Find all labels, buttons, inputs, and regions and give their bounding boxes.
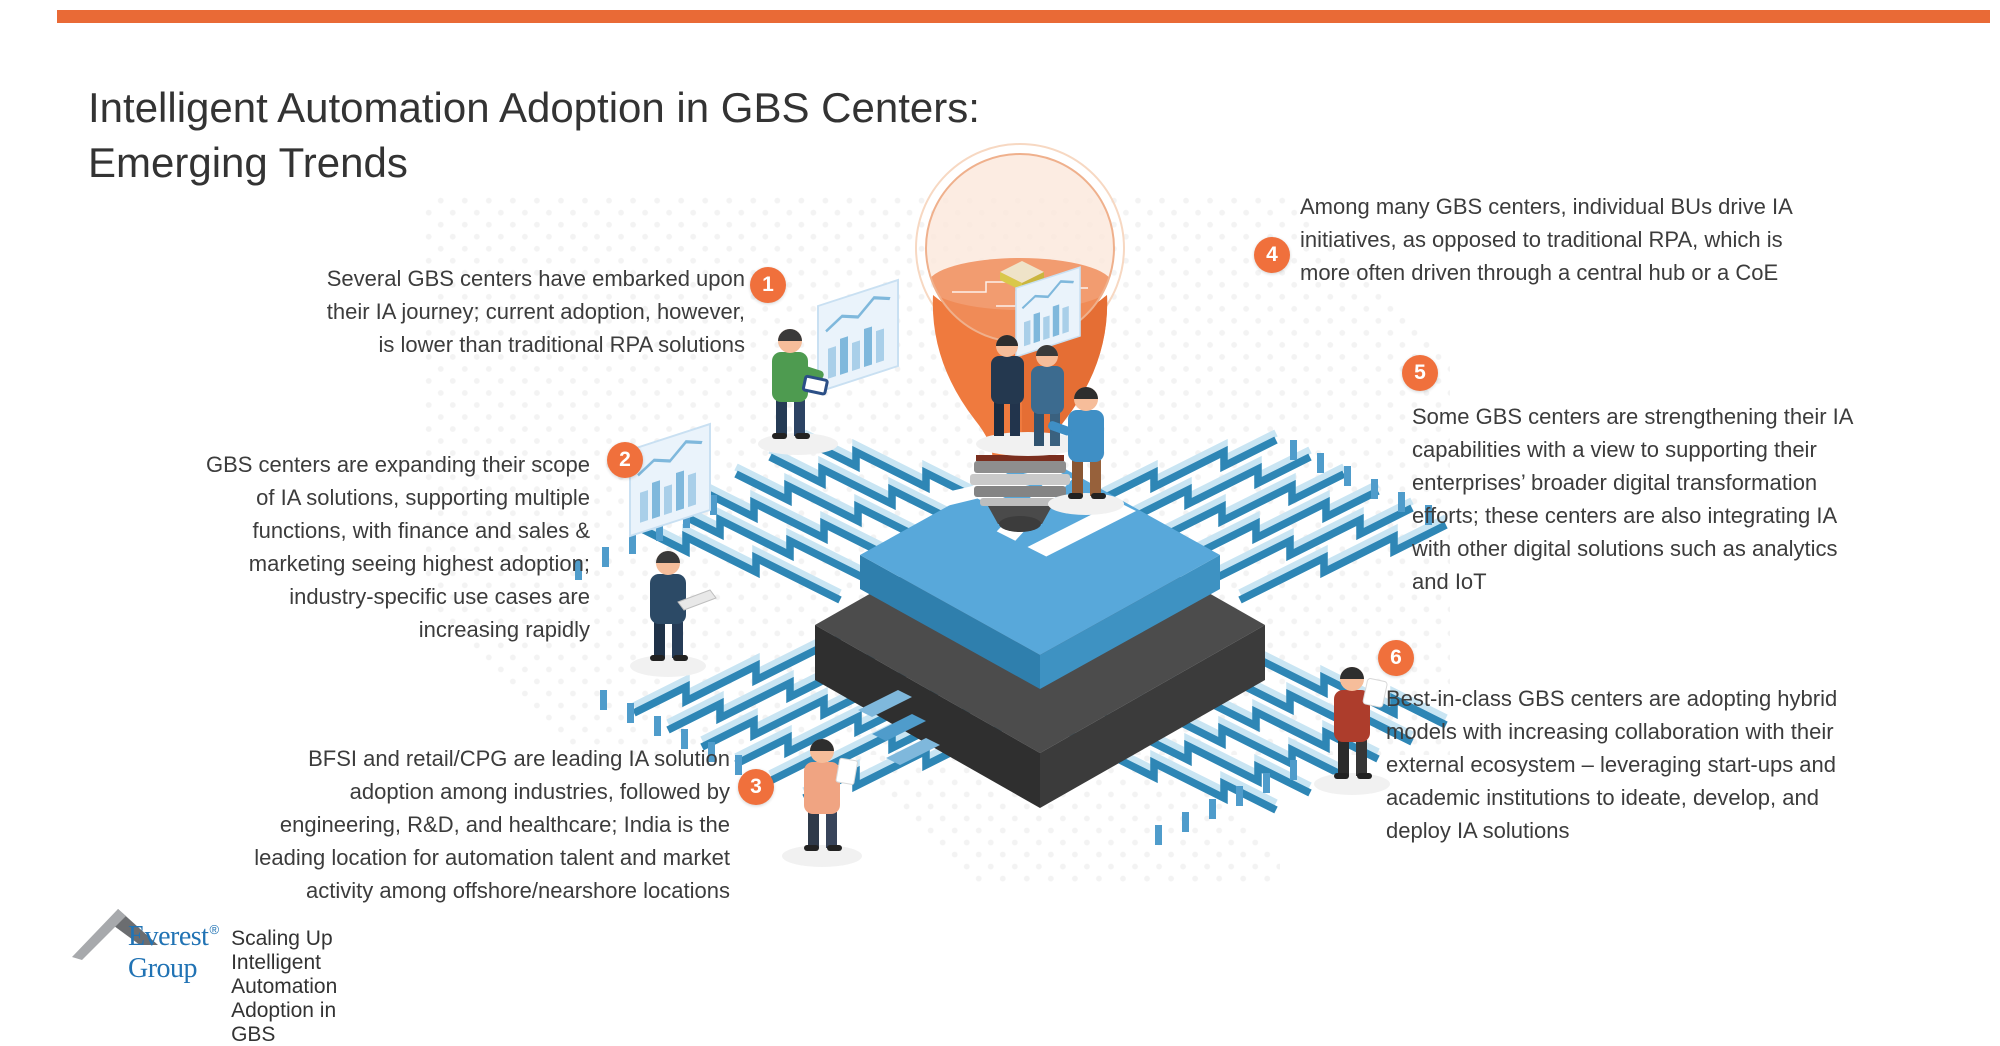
point-2-number: 2 xyxy=(619,448,631,471)
person-illustration-5 xyxy=(1048,387,1124,515)
point-2-badge: 2 xyxy=(607,442,643,478)
page-title: Intelligent Automation Adoption in GBS C… xyxy=(88,80,980,190)
person-illustration-1 xyxy=(758,278,900,455)
person-illustration-3 xyxy=(782,690,940,867)
top-accent-bar xyxy=(57,10,1990,23)
point-3-number: 3 xyxy=(750,775,762,798)
point-1-number: 1 xyxy=(762,273,774,296)
page-title-line1: Intelligent Automation Adoption in GBS C… xyxy=(88,84,980,131)
point-5-text: Some GBS centers are strengthening their… xyxy=(1412,404,1854,594)
point-4-badge: 4 xyxy=(1254,237,1290,273)
registered-trademark-symbol: ® xyxy=(209,922,220,937)
point-1-text: Several GBS centers have embarked upon t… xyxy=(326,266,745,357)
point-5-badge: 5 xyxy=(1402,355,1438,391)
point-6-number: 6 xyxy=(1390,646,1402,669)
footer-tagline: Scaling Up Intelligent Automation Adopti… xyxy=(231,927,338,1046)
everest-group-wordmark: Everest Group xyxy=(128,921,209,984)
person-illustration-6 xyxy=(1314,667,1390,795)
point-3-text: BFSI and retail/CPG are leading IA solut… xyxy=(254,746,730,903)
central-illustration: AI xyxy=(575,143,1460,867)
point-6-badge: 6 xyxy=(1378,640,1414,676)
everest-group-mountain-icon xyxy=(72,909,158,960)
point-3-badge: 3 xyxy=(738,769,774,805)
person-illustration-2 xyxy=(628,422,717,677)
point-6-text: Best-in-class GBS centers are adopting h… xyxy=(1386,686,1838,843)
page-title-line2: Emerging Trends xyxy=(88,139,408,186)
point-4-number: 4 xyxy=(1266,243,1278,266)
point-1-badge: 1 xyxy=(750,267,786,303)
point-5-number: 5 xyxy=(1414,361,1426,384)
point-2-text: GBS centers are expanding their scope of… xyxy=(205,452,590,642)
point-4-text: Among many GBS centers, individual BUs d… xyxy=(1300,194,1793,285)
